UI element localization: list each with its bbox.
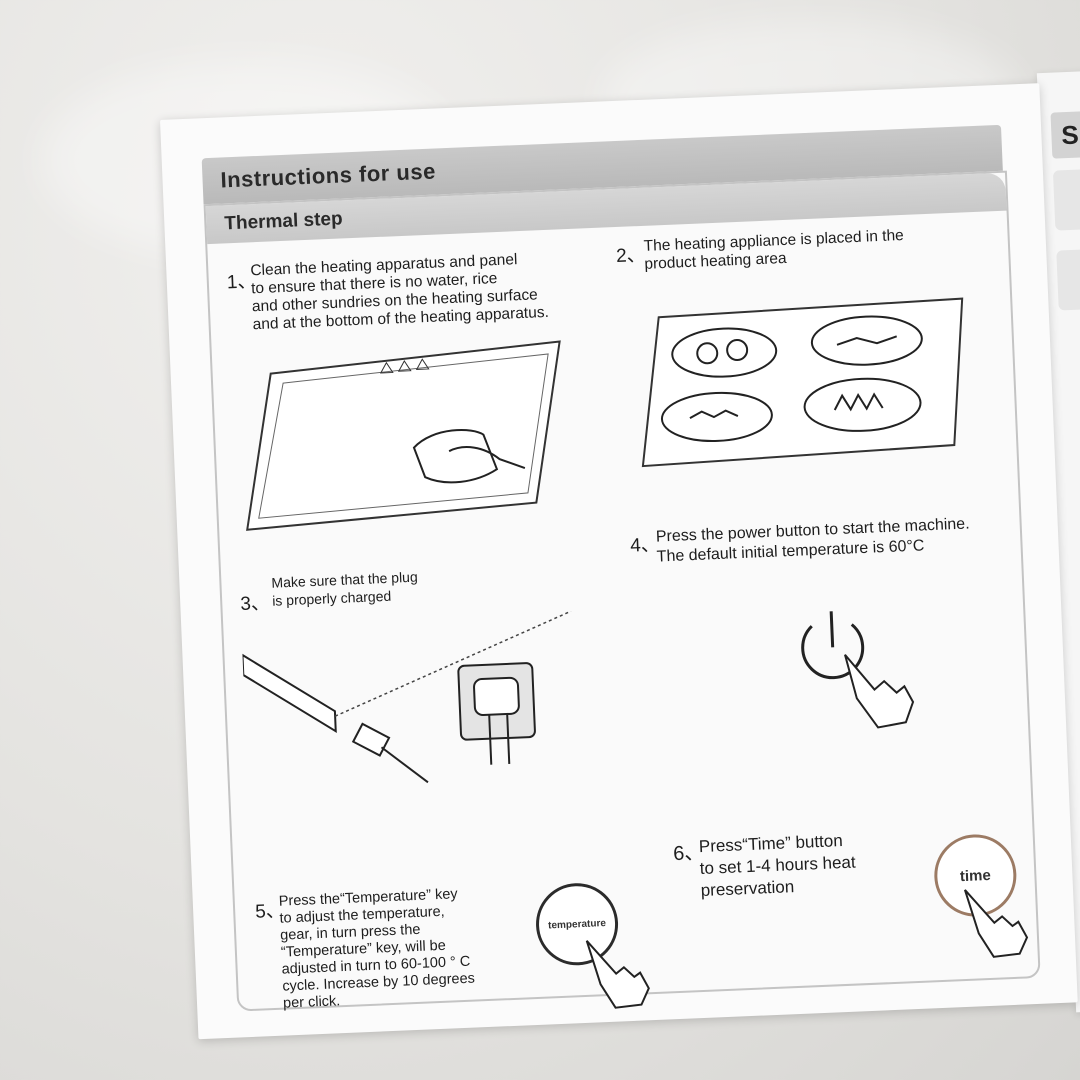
- step-number: 2、: [615, 244, 647, 268]
- temperature-button-label: temperature: [547, 917, 607, 931]
- plug-and-socket-illustration: [241, 610, 572, 784]
- facing-page-box: [1056, 245, 1080, 311]
- socket-icon: [457, 662, 536, 765]
- step-number: 3、: [239, 592, 271, 616]
- food-on-heating-panel-illustration: [641, 297, 964, 468]
- facing-page-box: [1052, 166, 1080, 231]
- step-2: 2、 The heating appliance is placed in th…: [615, 223, 995, 273]
- hand-pointer-icon: [963, 889, 1029, 958]
- plug-icon: [351, 722, 429, 784]
- cloth-hand-icon: [412, 429, 526, 484]
- manual-page: Instructions for use Thermal step 1、 Cle…: [160, 83, 1078, 1040]
- steps-panel: Thermal step 1、 Clean the heating appara…: [203, 170, 1041, 1012]
- step-1: 1、 Clean the heating apparatus and panel…: [226, 247, 626, 333]
- facing-page-header: S: [1050, 107, 1080, 159]
- step-5: 5、 Press the“Temperature” key to adjust …: [255, 883, 525, 1011]
- heating-panel-cleaning-illustration: [246, 340, 561, 531]
- page-title: Instructions for use: [220, 158, 437, 193]
- facing-page-title: S: [1060, 119, 1080, 151]
- step-3: 3、 Make sure that the plug is properly c…: [240, 563, 521, 615]
- step-4: 4、 Press the power button to start the m…: [630, 512, 1030, 565]
- step-6: 6、 Press“Time” button to set 1-4 hours h…: [672, 827, 912, 900]
- power-icon: [801, 611, 865, 680]
- hand-pointer-icon: [585, 940, 650, 1009]
- power-button-illustration: [801, 611, 915, 729]
- instruction-booklet: S Instructions for use Thermal step 1、 C…: [160, 68, 1080, 1040]
- warning-icon: [379, 358, 430, 374]
- hand-pointer-icon: [844, 654, 915, 729]
- section-title: Thermal step: [223, 208, 344, 235]
